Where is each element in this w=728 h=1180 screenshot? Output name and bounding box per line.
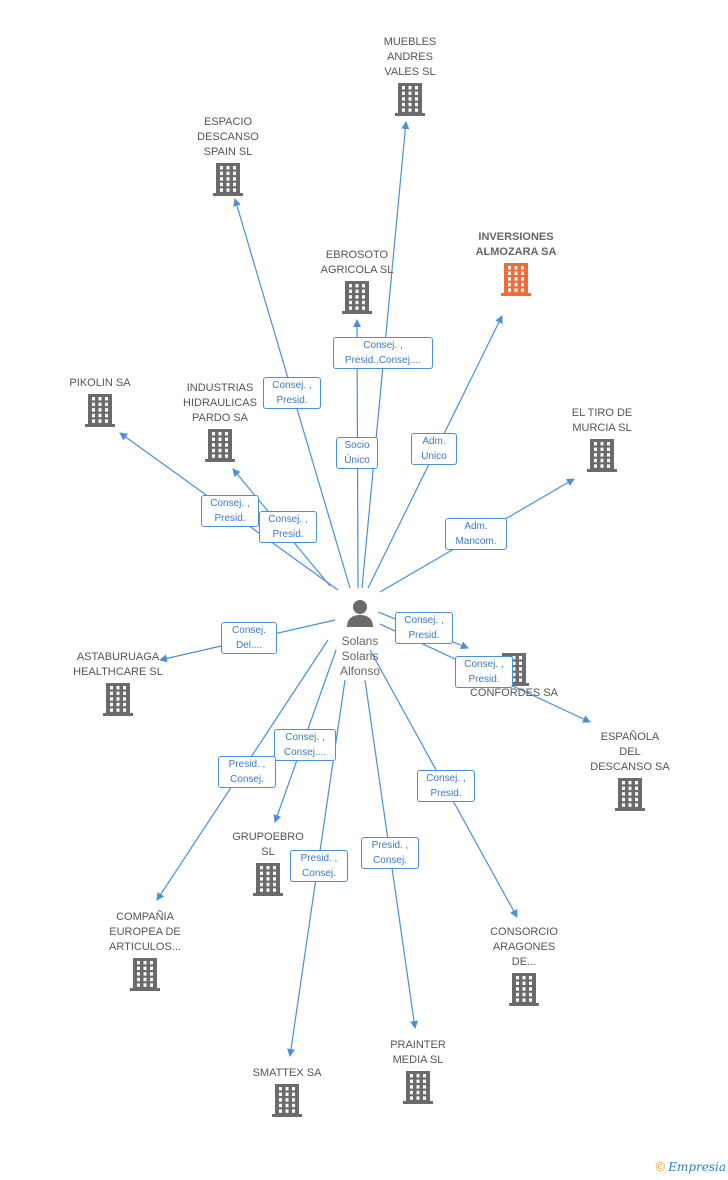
relation-label-tiro[interactable]: Adm. Mancom. — [445, 518, 507, 550]
company-node-ebrosoto[interactable]: EBROSOTO AGRICOLA SL — [287, 248, 427, 314]
footer-brand[interactable]: ©Empresia — [656, 1159, 726, 1174]
person-icon — [347, 600, 373, 627]
company-label: PIKOLIN SA — [69, 377, 131, 389]
relation-label-muebles[interactable]: Socio Único — [336, 437, 378, 469]
building-icon — [85, 394, 115, 427]
copyright-icon: © — [655, 1159, 666, 1174]
relation-label-espanola[interactable]: Consej. , Presid. — [455, 656, 513, 688]
company-label: ESPACIO DESCANSO SPAIN SL — [197, 116, 259, 158]
company-node-tiro[interactable]: EL TIRO DE MURCIA SL — [532, 406, 672, 472]
relation-label-astaburuaga[interactable]: Consej. Del.... — [221, 622, 277, 654]
company-node-astaburuaga[interactable]: ASTABURUAGA HEALTHCARE SL — [48, 650, 188, 716]
company-label: INDUSTRIAS HIDRAULICAS PARDO SA — [183, 382, 257, 424]
building-icon — [130, 958, 160, 991]
relation-label-consorcio[interactable]: Consej. , Presid. — [417, 770, 475, 802]
company-label: COMPAÑIA EUROPEA DE ARTICULOS... — [109, 911, 181, 953]
company-label: CONSORCIO ARAGONES DE... — [490, 926, 558, 968]
building-icon — [509, 973, 539, 1006]
relation-label-smattex[interactable]: Presid. , Consej. — [290, 850, 348, 882]
company-node-industrias[interactable]: INDUSTRIAS HIDRAULICAS PARDO SA — [150, 381, 290, 462]
company-label: GRUPOEBRO SL — [232, 831, 304, 858]
company-node-prainter[interactable]: PRAINTER MEDIA SL — [348, 1038, 488, 1104]
company-label: MUEBLES ANDRES VALES SL — [383, 36, 437, 78]
relation-label-compania[interactable]: Presid. , Consej. — [218, 756, 276, 788]
building-icon — [342, 281, 372, 314]
relation-label-ebrosoto[interactable]: Consej. , Presid.,Consej.... — [333, 337, 433, 369]
company-node-muebles[interactable]: MUEBLES ANDRES VALES SL — [340, 35, 480, 116]
building-icon — [395, 83, 425, 116]
center-person[interactable]: Solans Solans Alfonso — [300, 598, 420, 679]
relation-label-grupoebro[interactable]: Consej. , Consej.... — [274, 729, 336, 761]
company-node-grupoebro[interactable]: GRUPOEBRO SL — [198, 830, 338, 896]
company-label: SMATTEX SA — [252, 1067, 322, 1079]
company-node-inversiones[interactable]: INVERSIONES ALMOZARA SA — [446, 230, 586, 296]
company-node-espanola[interactable]: ESPAÑOLA DEL DESCANSO SA — [560, 730, 700, 811]
building-icon — [272, 1084, 302, 1117]
company-label: PRAINTER MEDIA SL — [390, 1039, 446, 1066]
company-label: ASTABURUAGA HEALTHCARE SL — [73, 651, 163, 678]
company-label: EBROSOTO AGRICOLA SL — [320, 249, 394, 276]
building-icon — [205, 429, 235, 462]
building-icon — [213, 163, 243, 196]
relation-label-inversiones[interactable]: Adm. Unico — [411, 433, 457, 465]
relation-label-prainter[interactable]: Presid. , Consej. — [361, 837, 419, 869]
building-icon — [253, 863, 283, 896]
company-label: INVERSIONES ALMOZARA SA — [475, 231, 557, 258]
relation-label-espacio[interactable]: Consej. , Presid. — [263, 377, 321, 409]
company-label: CONFORDES SA — [469, 687, 558, 699]
relation-label-pikolin[interactable]: Consej. , Presid. — [201, 495, 259, 527]
company-node-consorcio[interactable]: CONSORCIO ARAGONES DE... — [454, 925, 594, 1006]
building-icon — [403, 1071, 433, 1104]
company-node-pikolin[interactable]: PIKOLIN SA — [30, 376, 170, 427]
company-node-smattex[interactable]: SMATTEX SA — [217, 1066, 357, 1117]
brand-name: Empresia — [668, 1160, 726, 1174]
building-icon — [615, 778, 645, 811]
company-node-espacio[interactable]: ESPACIO DESCANSO SPAIN SL — [158, 115, 298, 196]
person-name: Solans Solans Alfonso — [339, 634, 381, 678]
company-label: EL TIRO DE MURCIA SL — [571, 407, 633, 434]
company-label: ESPAÑOLA DEL DESCANSO SA — [590, 731, 670, 773]
building-icon — [501, 263, 531, 296]
company-node-compania[interactable]: COMPAÑIA EUROPEA DE ARTICULOS... — [75, 910, 215, 991]
building-icon — [103, 683, 133, 716]
relation-label-confordes[interactable]: Consej. , Presid. — [395, 612, 453, 644]
building-icon — [587, 439, 617, 472]
relation-label-industrias[interactable]: Consej. , Presid. — [259, 511, 317, 543]
